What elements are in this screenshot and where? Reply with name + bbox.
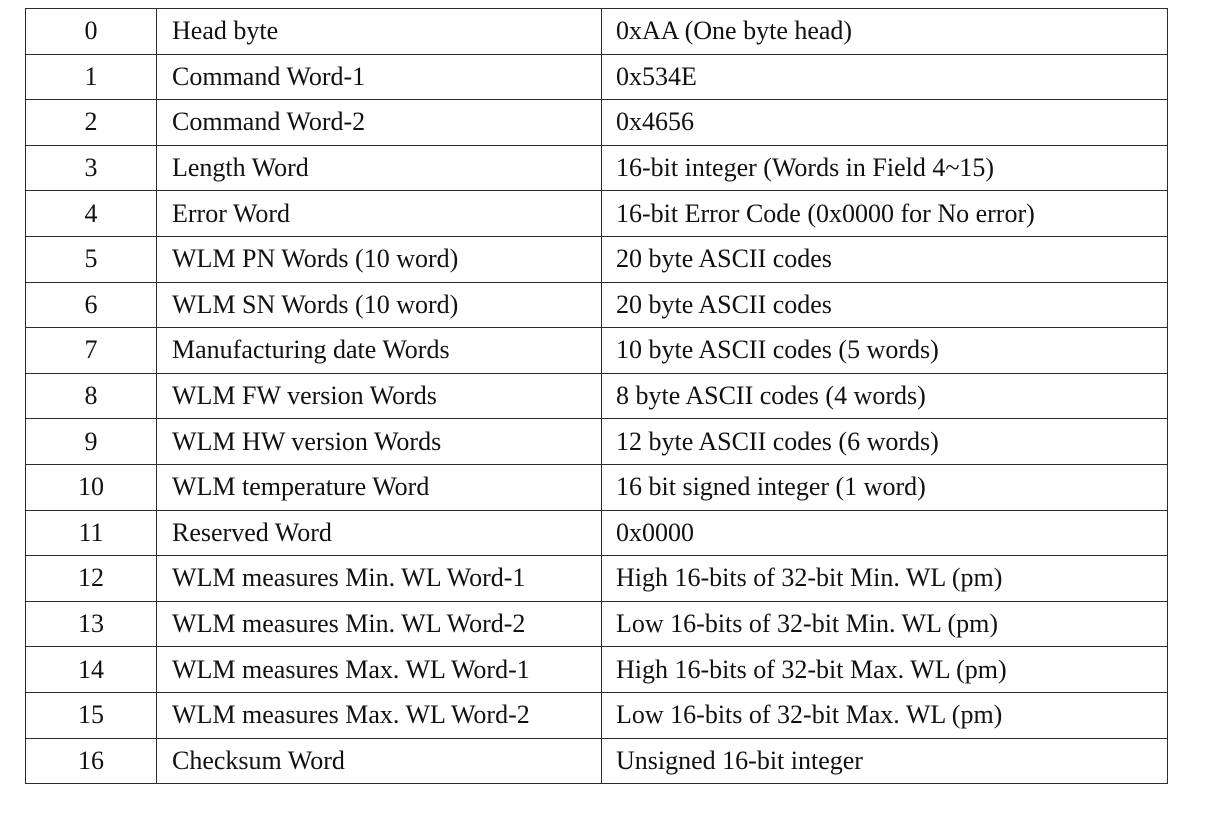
field-description-cell: 16-bit Error Code (0x0000 for No error) [601,190,1168,237]
field-description-cell: 16-bit integer (Words in Field 4~15) [601,144,1168,192]
field-name-cell: WLM HW version Words [156,418,602,465]
field-index-cell: 16 [25,737,157,785]
field-index-cell: 13 [25,600,157,648]
field-index-cell: 0 [25,8,157,55]
field-index-cell: 2 [25,99,157,146]
field-index-cell: 6 [25,281,157,329]
field-index-cell: 1 [25,53,157,101]
field-name-cell: WLM PN Words (10 word) [156,235,602,283]
field-name-cell: WLM SN Words (10 word) [156,281,602,329]
field-index-cell: 4 [25,190,157,237]
field-description-cell: 12 byte ASCII codes (6 words) [601,418,1168,465]
field-index-cell: 8 [25,372,157,420]
field-name-cell: WLM measures Min. WL Word-2 [156,600,602,648]
field-description-cell: 20 byte ASCII codes [601,235,1168,283]
field-name-cell: WLM temperature Word [156,463,602,511]
field-name-cell: Command Word-2 [156,99,602,146]
field-name-cell: Error Word [156,190,602,237]
field-index-cell: 12 [25,555,157,602]
field-index-cell: 14 [25,646,157,693]
field-index-cell: 15 [25,691,157,739]
field-description-cell: 8 byte ASCII codes (4 words) [601,372,1168,420]
field-description-cell: 10 byte ASCII codes (5 words) [601,327,1168,374]
field-description-cell: 16 bit signed integer (1 word) [601,463,1168,511]
field-description-cell: High 16-bits of 32-bit Min. WL (pm) [601,555,1168,602]
field-description-cell: 0x4656 [601,99,1168,146]
field-name-cell: WLM measures Min. WL Word-1 [156,555,602,602]
field-name-cell: Length Word [156,144,602,192]
field-description-cell: High 16-bits of 32-bit Max. WL (pm) [601,646,1168,693]
field-name-cell: Head byte [156,8,602,55]
field-name-cell: Reserved Word [156,509,602,557]
field-index-cell: 5 [25,235,157,283]
field-description-cell: Unsigned 16-bit integer [601,737,1168,785]
field-description-cell: 0xAA (One byte head) [601,8,1168,55]
field-name-cell: Command Word-1 [156,53,602,101]
field-description-cell: 0x0000 [601,509,1168,557]
field-description-cell: Low 16-bits of 32-bit Max. WL (pm) [601,691,1168,739]
field-name-cell: WLM FW version Words [156,372,602,420]
field-index-cell: 10 [25,463,157,511]
field-description-cell: 20 byte ASCII codes [601,281,1168,329]
field-index-cell: 9 [25,418,157,465]
field-name-cell: WLM measures Max. WL Word-1 [156,646,602,693]
field-description-cell: 0x534E [601,53,1168,101]
field-name-cell: Checksum Word [156,737,602,785]
field-name-cell: WLM measures Max. WL Word-2 [156,691,602,739]
field-index-cell: 7 [25,327,157,374]
field-index-cell: 3 [25,144,157,192]
field-description-cell: Low 16-bits of 32-bit Min. WL (pm) [601,600,1168,648]
field-index-cell: 11 [25,509,157,557]
field-name-cell: Manufacturing date Words [156,327,602,374]
